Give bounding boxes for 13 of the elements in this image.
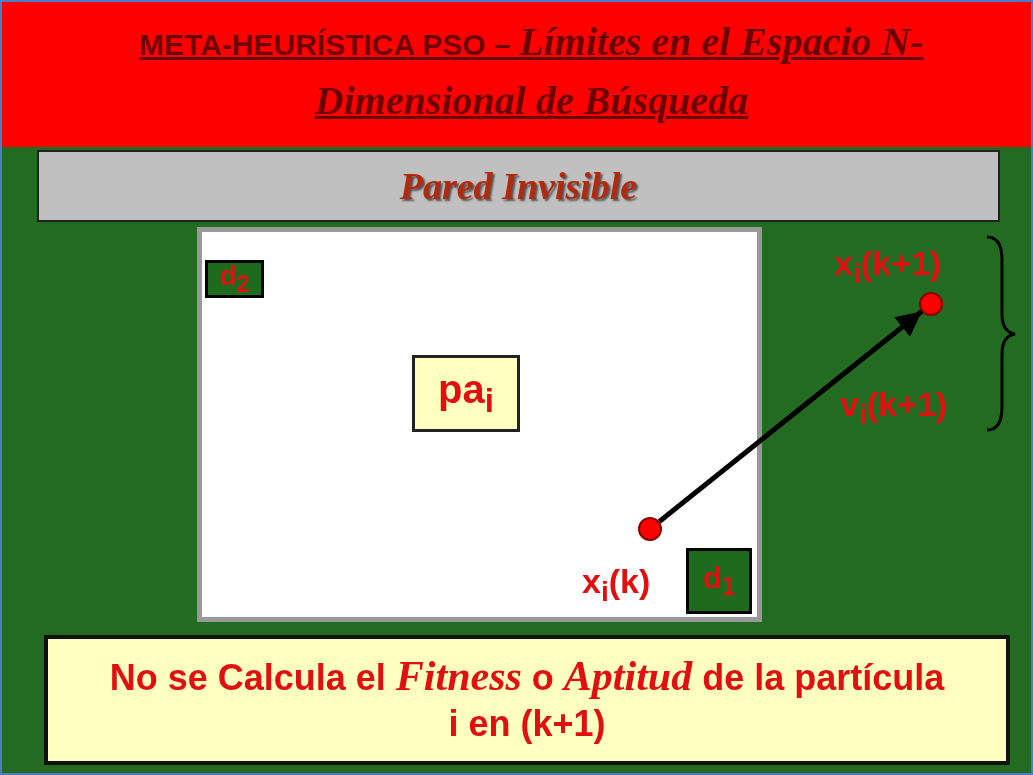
dimension-box: d$_{2}$ bbox=[205, 260, 264, 298]
point-label: x$_{i}$(k+1) bbox=[834, 244, 942, 290]
dimension-box: d$_{1}$ bbox=[686, 548, 752, 614]
velocity-label: v$_{i}$(k+1) bbox=[840, 385, 948, 431]
search-space-box bbox=[197, 227, 762, 622]
note-box: No se Calcula el Fitness o Aptitud de la partícula i en (k+1) bbox=[44, 635, 1010, 765]
arrow bbox=[657, 309, 924, 524]
particle-dot bbox=[919, 292, 943, 316]
slide-title: META-HEURÍSTICA PSO – Límites en el Espacio N-Dimensional de Búsqueda bbox=[2, 2, 1031, 147]
point-label: x$_{i}$(k) bbox=[582, 562, 651, 608]
particle-dot bbox=[638, 517, 662, 541]
best-position-box: pa$_{i}$ bbox=[412, 355, 520, 432]
banner: Pared Invisible bbox=[37, 150, 1000, 222]
